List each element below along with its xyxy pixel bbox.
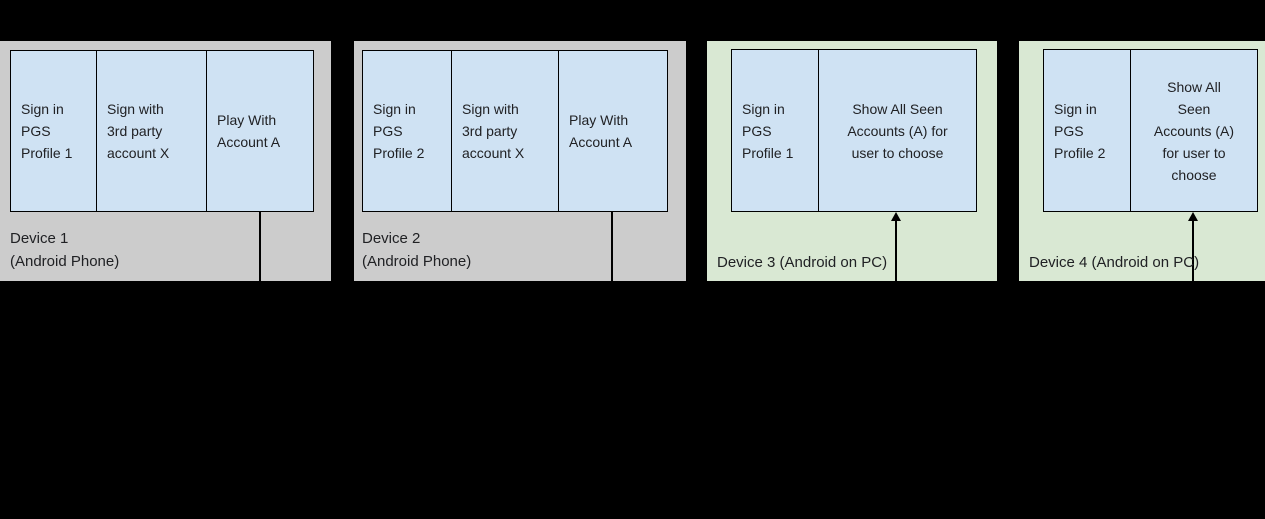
device-3-box: Sign in PGS Profile 1 Show All Seen Acco… [707,41,997,281]
cell-show-all-seen-accounts: Show All Seen Accounts (A) for user to c… [818,50,976,211]
cell-sign-with-3rd-party-account-x: Sign with 3rd party account X [96,51,206,211]
cell-sign-in-pgs-profile-2: Sign in PGS Profile 2 [373,101,425,161]
cell-play-with-account-a: Play With Account A [206,51,313,211]
connector-line-down [611,212,613,281]
device-3-label: Device 3 (Android on PC) [717,254,888,271]
device-1-box: Sign in PGS Profile 1 Sign with 3rd part… [0,41,331,281]
cell-sign-with-3rd-party-account-x: Sign with 3rd party account X [451,51,558,211]
cell-sign-in-pgs-profile-2: Sign in PGS Profile 2 [1054,100,1106,161]
device-4-label: Device 4 (Android on PC) [1029,254,1200,271]
arrow-up-icon [891,212,901,221]
cell-show-all-seen-accounts: Show All Seen Accounts (A) for user to c… [1130,50,1257,211]
device-2-label: Device 2 (Android Phone) [362,230,472,270]
device-2-box: Sign in PGS Profile 2 Sign with 3rd part… [354,41,686,281]
device-1-label: Device 1 (Android Phone) [10,230,120,270]
connector-line-down [259,212,261,281]
device-3-flow-table: Sign in PGS Profile 1 Show All Seen Acco… [731,49,977,212]
device-1-flow-table: Sign in PGS Profile 1 Sign with 3rd part… [10,50,314,212]
device-4-box: Sign in PGS Profile 2 Show All Seen Acco… [1019,41,1265,281]
arrow-up-icon [1188,212,1198,221]
cell-sign-in-pgs-profile-1: Sign in PGS Profile 1 [742,100,794,161]
device-4-flow-table: Sign in PGS Profile 2 Show All Seen Acco… [1043,49,1258,212]
connector-arrow-up-line [1192,220,1194,281]
device-2-flow-table: Sign in PGS Profile 2 Sign with 3rd part… [362,50,668,212]
connector-arrow-up-line [895,220,897,281]
cell-play-with-account-a: Play With Account A [558,51,667,211]
cell-sign-in-pgs-profile-1: Sign in PGS Profile 1 [21,101,73,161]
